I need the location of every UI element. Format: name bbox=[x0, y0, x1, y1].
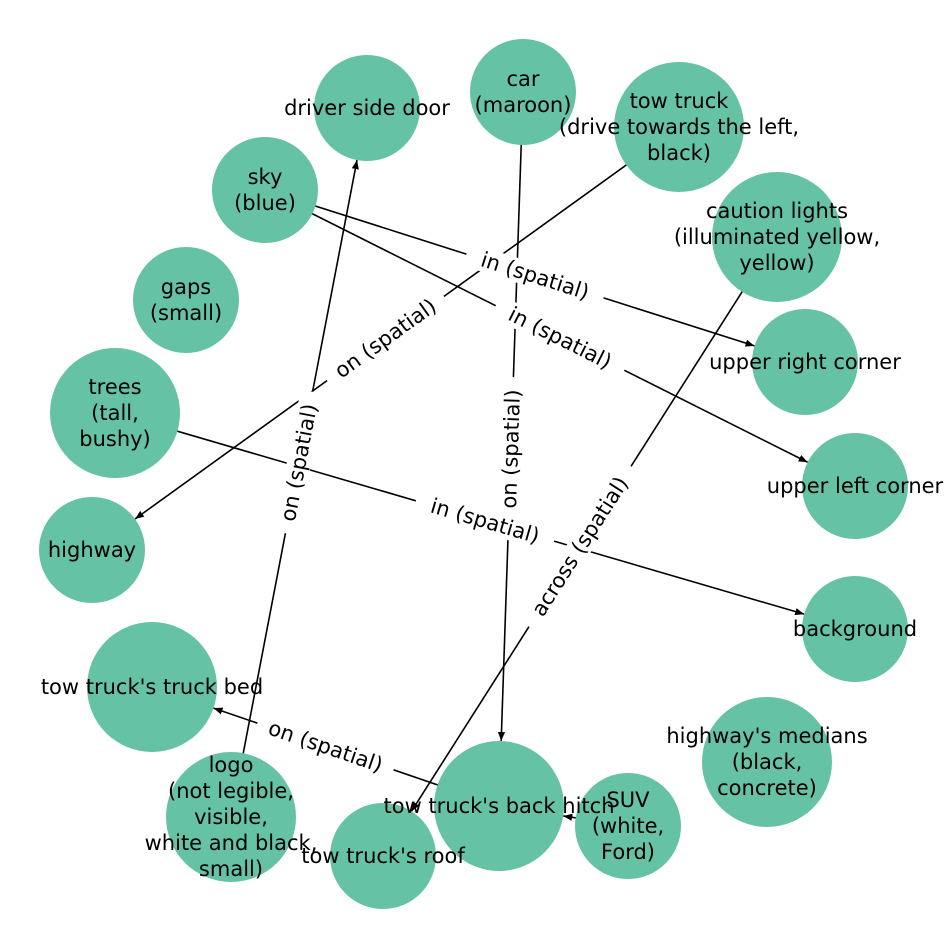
edge-label: on (spatial) bbox=[273, 389, 325, 536]
node-label: sky bbox=[248, 165, 283, 189]
node-label: concrete) bbox=[717, 776, 817, 800]
node-label: gaps bbox=[161, 275, 211, 299]
edge-label-background bbox=[412, 489, 558, 553]
node-label: white and black, bbox=[145, 831, 318, 855]
node-medians bbox=[702, 697, 832, 827]
node-label: (white, bbox=[592, 814, 664, 838]
node-hitch bbox=[434, 741, 564, 871]
node-suv bbox=[575, 773, 681, 879]
edge-label-text: on (spatial) bbox=[265, 716, 385, 777]
edge-label-background bbox=[462, 242, 608, 310]
node-label: yellow) bbox=[739, 251, 814, 275]
node-label: tow truck's truck bed bbox=[41, 675, 263, 699]
edge-label-text: in (spatial) bbox=[505, 302, 616, 374]
node-background bbox=[802, 576, 908, 682]
node-urc bbox=[752, 309, 858, 415]
node-label: (tall, bbox=[91, 401, 139, 425]
node-caution bbox=[712, 172, 842, 302]
node-label: highway bbox=[48, 538, 136, 562]
node-label: background bbox=[793, 617, 917, 641]
node-label: caution lights bbox=[706, 199, 848, 223]
node-label: trees bbox=[88, 375, 141, 399]
node-roof bbox=[330, 803, 436, 909]
node-label: (drive towards the left, bbox=[559, 115, 799, 139]
edge-label-background bbox=[320, 286, 451, 391]
node-label: upper right corner bbox=[709, 350, 901, 374]
node-label: (blue) bbox=[234, 191, 296, 215]
edge-label-background bbox=[273, 389, 325, 536]
node-label: (small) bbox=[150, 301, 222, 325]
node-label: SUV bbox=[606, 788, 650, 812]
edge-labels-layer: in (spatial)in (spatial)on (spatial)on (… bbox=[253, 242, 642, 782]
node-ulc bbox=[802, 433, 908, 539]
edge-label-text: in (spatial) bbox=[428, 494, 542, 548]
node-label: (maroon) bbox=[475, 93, 572, 117]
node-label: highway's medians bbox=[666, 724, 867, 748]
node-bed bbox=[87, 622, 217, 752]
node-gaps bbox=[133, 247, 239, 353]
node-label: car bbox=[506, 67, 539, 91]
edge-label: in (spatial) bbox=[412, 489, 558, 553]
edge-label-background bbox=[518, 459, 642, 634]
node-label: visible, bbox=[194, 805, 268, 829]
edge-label-text: in (spatial) bbox=[478, 248, 592, 305]
node-label: small) bbox=[199, 857, 263, 881]
edge-label: in (spatial) bbox=[490, 294, 630, 382]
edge-label: on (spatial) bbox=[496, 376, 526, 522]
node-label: bushy) bbox=[79, 427, 151, 451]
node-label: tow truck bbox=[630, 89, 730, 113]
node-label: upper left corner bbox=[767, 474, 944, 498]
node-label: tow truck's roof bbox=[301, 844, 465, 868]
edge-label-background bbox=[253, 711, 398, 782]
edge-label-background bbox=[496, 376, 526, 522]
node-label: (not legible, bbox=[168, 779, 294, 803]
node-label: (illuminated yellow, bbox=[674, 225, 880, 249]
node-highway bbox=[39, 497, 145, 603]
edge-label-background bbox=[490, 294, 630, 382]
node-label: Ford) bbox=[601, 840, 655, 864]
node-label: driver side door bbox=[284, 96, 450, 120]
node-label: black) bbox=[647, 141, 711, 165]
node-door bbox=[314, 55, 420, 161]
node-labels-layer: driver side door car(maroon) tow truck(dri… bbox=[41, 67, 944, 881]
edge-label: on (spatial) bbox=[320, 286, 451, 391]
node-car bbox=[470, 39, 576, 145]
node-sky bbox=[212, 137, 318, 243]
node-label: tow truck's back hitch bbox=[383, 794, 614, 818]
node-towtruck bbox=[614, 62, 744, 192]
node-trees bbox=[50, 348, 180, 478]
edge-label-text: on (spatial) bbox=[497, 389, 525, 509]
nodes-layer bbox=[39, 39, 908, 909]
node-label: (black, bbox=[732, 750, 803, 774]
node-logo bbox=[166, 752, 296, 882]
edge-label-text: on (spatial) bbox=[330, 294, 441, 383]
node-label: logo bbox=[209, 753, 254, 777]
